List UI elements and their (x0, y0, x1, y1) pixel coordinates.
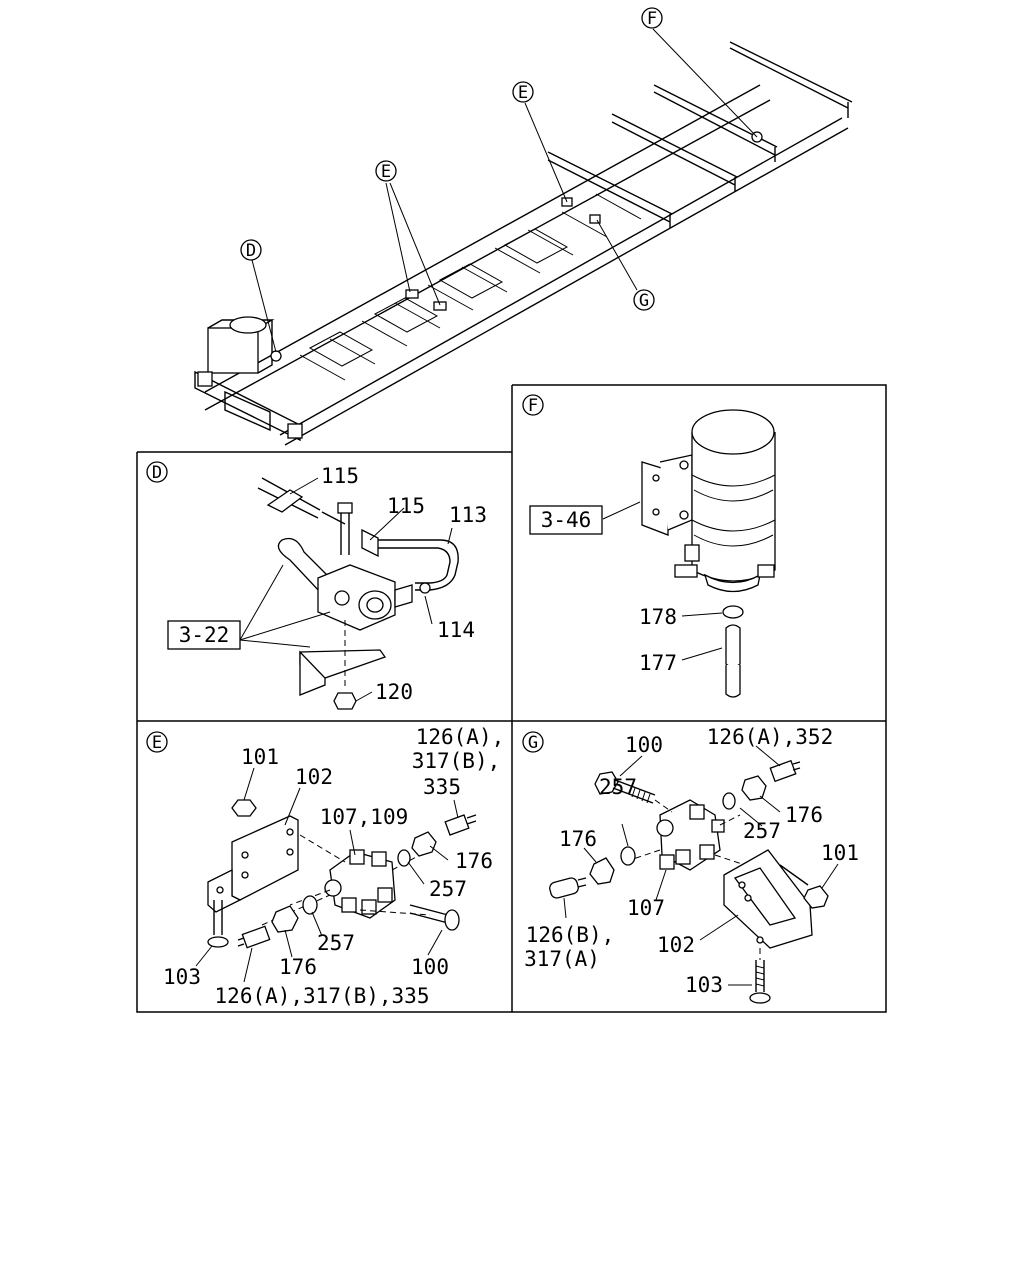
fitting-114 (419, 582, 431, 594)
panel-f-letter: F (528, 396, 538, 416)
bolt-103-g (749, 960, 771, 1004)
label-103: 103 (163, 965, 201, 989)
nut-101 (231, 799, 257, 817)
panel-g: G (522, 725, 859, 1004)
callout-e-rear-circle (512, 81, 534, 103)
valve-107 (656, 799, 725, 871)
label-317b-line2: 317(B), (412, 749, 501, 773)
washer-257-upper (397, 849, 411, 867)
callout-g-circle (633, 289, 655, 311)
air-tank (641, 409, 776, 593)
panel-d: D 115 115 (146, 461, 487, 710)
label-126b-line1: 126(B), (526, 923, 615, 947)
label-126a-line1: 126(A), (416, 725, 505, 749)
label-107-g: 107 (627, 896, 665, 920)
bracket-102 (207, 815, 299, 913)
panel-d-letter-circle (146, 461, 168, 483)
label-101-g: 101 (821, 841, 859, 865)
washer-257-g-left (620, 846, 636, 866)
tube-177b (725, 665, 741, 698)
panel-d-letter: D (152, 463, 162, 483)
washer-257-g-upper (722, 792, 736, 810)
label-178: 178 (639, 605, 677, 629)
bracket-102-g (723, 849, 813, 949)
label-113: 113 (449, 503, 487, 527)
callout-e-mid: E (381, 162, 391, 182)
panel-f: F 3-46 178 177 (522, 394, 776, 698)
tube-177a (725, 624, 741, 668)
washer-257-lower (302, 895, 318, 915)
callout-e-rear: E (518, 83, 528, 103)
bolt-103 (207, 900, 229, 948)
label-317a-line2: 317(A) (524, 947, 600, 971)
panel-f-letter-circle (522, 394, 544, 416)
label-115-a: 115 (321, 464, 359, 488)
fitting-126a-lower (237, 925, 271, 949)
callout-d: D (246, 241, 256, 261)
label-176-g-left: 176 (559, 827, 597, 851)
panel-g-letter-circle (522, 731, 544, 753)
label-115-b: 115 (387, 494, 425, 518)
fitting-178 (722, 605, 744, 619)
panel-frames (136, 384, 887, 1013)
fitting-126a-upper (444, 814, 477, 836)
plug-176-g-upper (741, 775, 767, 801)
valve-assembly-d (277, 537, 413, 631)
label-107-109: 107,109 (320, 805, 409, 829)
label-126a-317b-335-bottom: 126(A),317(B),335 (215, 984, 430, 1008)
label-176-upper: 176 (455, 849, 493, 873)
plug-176-g-left (589, 857, 615, 885)
label-100: 100 (411, 955, 449, 979)
fitting-126a-g (769, 759, 801, 783)
panel-g-letter: G (528, 733, 538, 753)
label-102: 102 (295, 765, 333, 789)
label-120: 120 (375, 680, 413, 704)
nut-101-g (803, 885, 829, 909)
ref-box-3-46 (529, 505, 603, 535)
fitting-126b-g (549, 877, 587, 899)
panel-e-letter-circle (146, 731, 168, 753)
label-257-lower: 257 (317, 931, 355, 955)
rear-cross-members (547, 41, 853, 228)
panel-e: E (146, 725, 505, 1008)
ref-3-46: 3-46 (541, 508, 592, 532)
frame-rungs (299, 193, 642, 381)
label-101: 101 (241, 745, 279, 769)
label-103-g: 103 (685, 973, 723, 997)
callout-g: G (639, 291, 649, 311)
callout-f: F (647, 9, 657, 29)
label-126a-352: 126(A),352 (707, 725, 833, 749)
label-257-g-upper: 257 (743, 819, 781, 843)
panel-e-letter: E (152, 733, 162, 753)
callout-e-mid-circle (375, 160, 397, 182)
label-100-g: 100 (625, 733, 663, 757)
nut-120 (333, 692, 357, 710)
label-257-g-left: 257 (599, 775, 637, 799)
label-114: 114 (437, 618, 475, 642)
bolt-100-e (409, 904, 460, 931)
ref-box-3-22 (167, 620, 241, 650)
overview-callouts: F E E D G (240, 7, 758, 353)
plug-176-upper (411, 831, 437, 857)
label-102-g: 102 (657, 933, 695, 957)
label-176-lower: 176 (279, 955, 317, 979)
label-335-line3: 335 (423, 775, 461, 799)
callout-f-circle (641, 7, 663, 29)
label-257-upper: 257 (429, 877, 467, 901)
bolt-100-g (594, 771, 656, 804)
valve-107-109 (324, 849, 396, 919)
ref-3-22: 3-22 (179, 623, 230, 647)
label-176-g-upper: 176 (785, 803, 823, 827)
callout-d-circle (240, 239, 262, 261)
label-177: 177 (639, 651, 677, 675)
plug-176-lower (271, 905, 299, 933)
